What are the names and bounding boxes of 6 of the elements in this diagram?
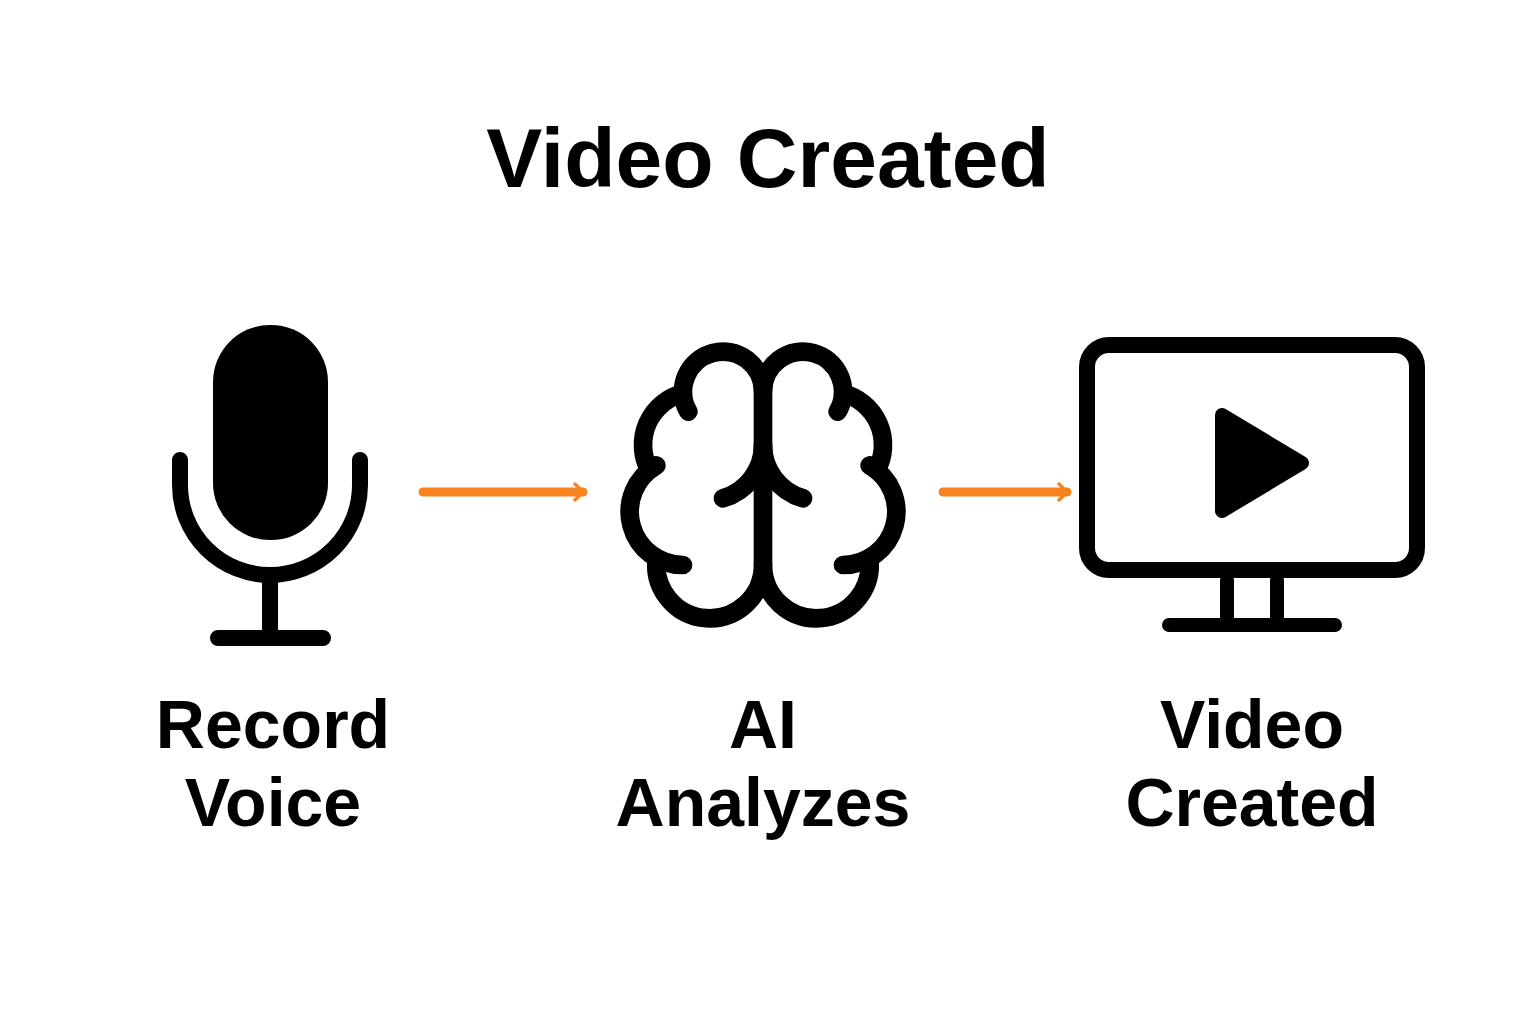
title: Video Created — [485, 112, 1051, 205]
arrow — [938, 482, 1072, 502]
step-label: Video Created — [1124, 685, 1380, 842]
arrow — [418, 482, 588, 502]
step-label: AI Analyzes — [614, 685, 912, 842]
step-label: Record Voice — [154, 685, 392, 842]
